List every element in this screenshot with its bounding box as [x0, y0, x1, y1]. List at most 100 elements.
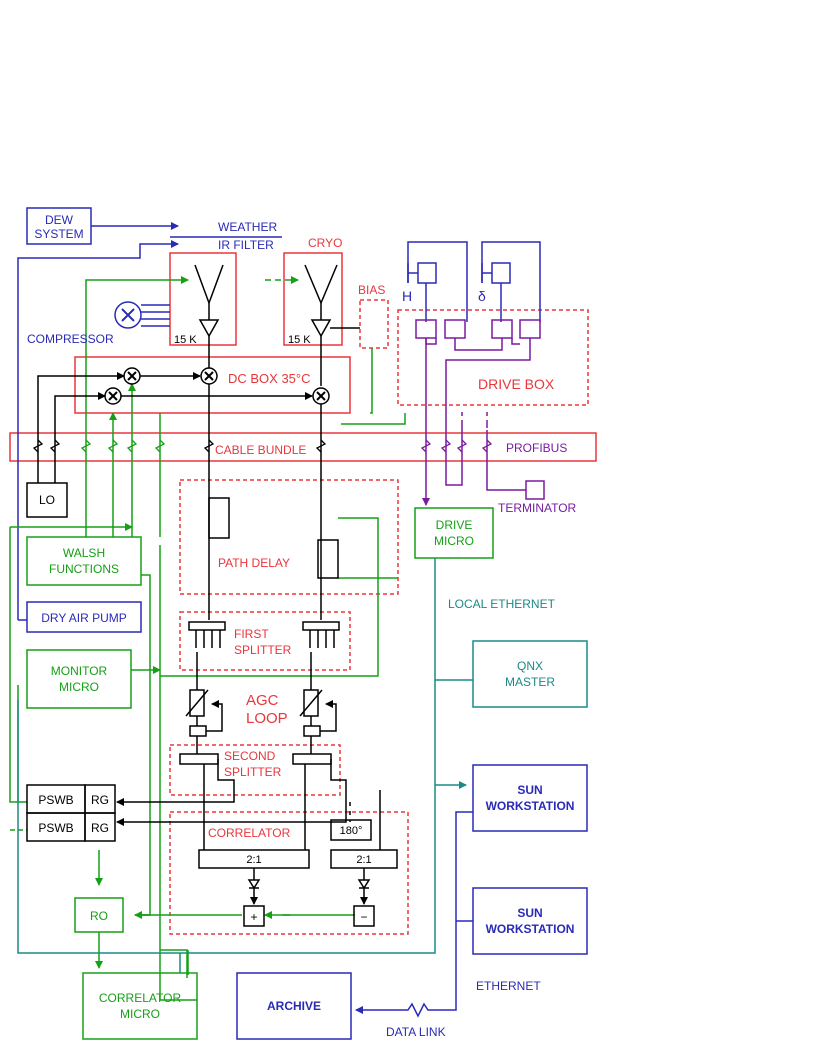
- cryo-box-1: [169, 252, 237, 346]
- cable-crossings: [32, 439, 493, 453]
- h-axis-label: H: [402, 288, 412, 304]
- first-splitter-label-2: SPLITTER: [234, 643, 292, 657]
- correlator-region: [169, 811, 409, 935]
- data-link-label: DATA LINK: [386, 1025, 446, 1039]
- sun2-label-2: WORKSTATION: [486, 922, 575, 936]
- phase-180-label: 180°: [340, 825, 363, 837]
- ir-filter-label: IR FILTER: [218, 238, 274, 252]
- agc-detector-1: [189, 725, 207, 737]
- drive-micro-label-2: MICRO: [434, 534, 474, 548]
- dry-air-pump-box: [26, 601, 142, 633]
- lo-box: [26, 482, 68, 518]
- correlator-micro-label-2: MICRO: [120, 1007, 160, 1021]
- first-splitter-1: [188, 621, 226, 631]
- qnx-master-box: [472, 640, 588, 708]
- local-ethernet-label: LOCAL ETHERNET: [448, 597, 556, 611]
- rg-1-label: RG: [91, 793, 109, 807]
- delta-axis-label: δ: [478, 288, 486, 304]
- cryo-label: CRYO: [308, 236, 342, 250]
- rg-2-label: RG: [91, 821, 109, 835]
- labels: DEW SYSTEM WEATHER IR FILTER CRYO BIAS H…: [27, 213, 577, 1039]
- correlator-micro-box: [82, 972, 198, 1040]
- second-splitter-2: [292, 753, 332, 765]
- agc-label-1: AGC: [246, 692, 279, 709]
- sun1-label-1: SUN: [517, 783, 542, 797]
- archive-box: [236, 972, 352, 1040]
- bias-label: BIAS: [358, 283, 385, 297]
- walsh-label-2: FUNCTIONS: [49, 562, 119, 576]
- second-splitter-1: [179, 753, 219, 765]
- monitor-micro-box: [26, 649, 132, 709]
- first-splitter-2: [302, 621, 340, 631]
- pswb-2-label: PSWB: [38, 821, 73, 835]
- sun-workstation-1-box: [472, 764, 588, 832]
- drive-relay-3: [491, 319, 513, 339]
- delta-encoder-icon: [491, 262, 511, 284]
- drive-micro-box: [414, 507, 494, 559]
- green-lines: [9, 276, 494, 1040]
- adder-minus-box: [353, 905, 375, 927]
- splitter-outputs: [195, 630, 335, 648]
- second-splitter-label-2: SPLITTER: [224, 765, 282, 779]
- drive-relay-2: [444, 319, 466, 339]
- second-splitter-label-1: SECOND: [224, 749, 276, 763]
- delay-line-2: [317, 539, 339, 579]
- first-splitter-region: [179, 611, 351, 671]
- mixer-crosses: [108, 371, 326, 401]
- teal-network: [17, 558, 588, 973]
- sun1-label-2: WORKSTATION: [486, 799, 575, 813]
- path-delay-label: PATH DELAY: [218, 556, 290, 570]
- sun2-label-1: SUN: [517, 906, 542, 920]
- adder-plus-box: [243, 905, 265, 927]
- ro-label: RO: [90, 909, 108, 923]
- weather-label: WEATHER: [218, 220, 277, 234]
- plus-label: +: [250, 910, 257, 924]
- signal-path: [26, 264, 398, 927]
- phase-180-box: [330, 819, 372, 841]
- agc-label-2: LOOP: [246, 710, 288, 727]
- cable-bundle-label: CABLE BUNDLE: [215, 443, 306, 457]
- terminator-icon: [525, 480, 545, 500]
- dc-box: [74, 356, 351, 414]
- bias-box: [359, 299, 389, 349]
- first-splitter-label-1: FIRST: [234, 627, 269, 641]
- delay-line-1: [208, 497, 230, 539]
- stage-temp-2-label: 15 K: [288, 334, 311, 346]
- ratio-1-label: 2:1: [246, 854, 261, 866]
- dc-box-label: DC BOX 35°C: [228, 371, 311, 386]
- stage-temp-1-label: 15 K: [174, 334, 197, 346]
- qnx-label-1: QNX: [517, 659, 543, 673]
- walsh-label-1: WALSH: [63, 546, 105, 560]
- agc-detector-2: [303, 725, 321, 737]
- dew-system-label-1: DEW: [45, 213, 74, 227]
- region-boxes: [169, 299, 589, 935]
- path-delay-region: [179, 479, 399, 595]
- terminator-label: TERMINATOR: [498, 501, 577, 515]
- ratio-2-label: 2:1: [356, 854, 371, 866]
- drive-box-region: [397, 309, 589, 406]
- profibus-label: PROFIBUS: [506, 441, 567, 455]
- h-encoder-icon: [417, 262, 437, 284]
- lo-label: LO: [39, 493, 55, 507]
- pswb-1-label: PSWB: [38, 793, 73, 807]
- drive-relay-1: [415, 319, 437, 339]
- rg-2-box: [84, 812, 116, 842]
- dry-air-pump-label: DRY AIR PUMP: [41, 611, 127, 625]
- correlator-label: CORRELATOR: [208, 826, 291, 840]
- dew-system-label-2: SYSTEM: [34, 227, 83, 241]
- archive-label: ARCHIVE: [267, 999, 321, 1013]
- cable-bundle-box: [9, 432, 597, 462]
- monitor-micro-label-1: MONITOR: [51, 664, 108, 678]
- drive-micro-label-1: DRIVE: [436, 518, 473, 532]
- drive-relay-4: [519, 319, 541, 339]
- blue-lines: [17, 207, 588, 1040]
- compressor-icon: [114, 301, 142, 329]
- drive-box-label: DRIVE BOX: [478, 376, 555, 392]
- walsh-functions-box: [26, 536, 142, 586]
- monitor-micro-label-2: MICRO: [59, 680, 99, 694]
- qnx-label-2: MASTER: [505, 675, 555, 689]
- purple-lines: [415, 319, 545, 506]
- compressor-label: COMPRESSOR: [27, 332, 114, 346]
- sun-workstation-2-box: [472, 887, 588, 955]
